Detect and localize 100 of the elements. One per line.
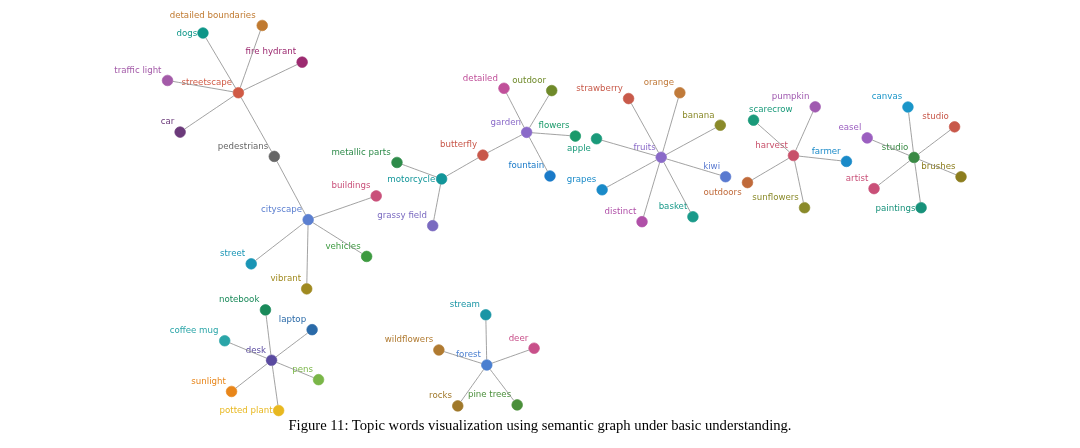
node-circle [687, 211, 699, 223]
node-circle [433, 344, 445, 356]
connector [312, 197, 372, 219]
node-label: sunlight [191, 375, 226, 386]
connector [665, 127, 716, 156]
node-circle [391, 156, 403, 169]
connector [445, 157, 479, 177]
node-label: pens [292, 363, 313, 374]
node-label: banana [682, 109, 715, 120]
node-label: desk [245, 344, 267, 355]
node-label: basket [658, 201, 688, 212]
connector [276, 361, 314, 378]
node-label: traffic light [114, 64, 162, 75]
node-circle [521, 126, 533, 138]
connector [528, 136, 548, 172]
connector [205, 37, 236, 89]
connector [751, 157, 790, 181]
node-label: vehicles [325, 240, 361, 251]
node-circle [161, 74, 174, 87]
node-label: strawberry [576, 82, 623, 93]
node-circle [452, 400, 464, 412]
node-label: studio [881, 141, 909, 152]
node-circle [301, 283, 313, 295]
connector [276, 160, 306, 216]
node-circle [674, 87, 686, 99]
node-label: studio [922, 111, 949, 122]
node-circle [741, 176, 754, 189]
connector [401, 163, 437, 178]
node-circle [197, 27, 209, 39]
connector [433, 183, 441, 221]
node-circle [809, 101, 821, 113]
node-label: buildings [331, 180, 371, 191]
node-label: flowers [538, 120, 570, 131]
connector [229, 342, 267, 359]
node-circle [546, 84, 558, 97]
node-circle [798, 202, 811, 214]
node-label: laptop [278, 313, 307, 324]
node-label: grapes [566, 174, 597, 185]
node-circle [861, 132, 873, 144]
connector [918, 129, 951, 155]
connector [918, 159, 957, 176]
node-circle [302, 214, 314, 226]
node-label: coffee mug [169, 325, 219, 336]
node-label: detailed boundaries [169, 9, 256, 20]
connector [265, 315, 272, 356]
connector [794, 160, 804, 203]
connector [666, 158, 721, 176]
node-label: outdoor [512, 74, 546, 85]
connector [460, 369, 485, 402]
node-circle [719, 171, 732, 183]
node-label: streetscape [181, 77, 233, 88]
node-label: cityscape [261, 203, 303, 214]
connector [271, 365, 279, 406]
node-circle [265, 354, 278, 366]
connector [606, 159, 657, 188]
node-circle [596, 184, 608, 196]
node-label: artist [845, 172, 869, 183]
node-circle [747, 114, 760, 126]
connector [239, 30, 261, 89]
connector [487, 134, 523, 153]
node-label: apple [566, 142, 591, 153]
connector [240, 97, 273, 153]
node-circle [590, 133, 603, 145]
connector [798, 155, 842, 162]
connector [531, 132, 571, 137]
node-circle [360, 250, 373, 263]
node-label: fruits [633, 141, 656, 152]
node-label: street [219, 248, 246, 259]
node-circle [306, 324, 318, 336]
node-circle [636, 216, 648, 228]
node-label: fountain [508, 160, 545, 171]
connector [757, 123, 790, 153]
node-label: butterfly [440, 139, 478, 150]
node-circle [435, 173, 448, 185]
connector [235, 363, 268, 389]
connector [184, 95, 235, 130]
node-label: pumpkin [771, 91, 810, 102]
node-circle [370, 190, 382, 202]
node-label: wildflowers [384, 334, 434, 345]
node-label: rocks [429, 390, 452, 401]
node-label: notebook [218, 294, 260, 305]
node-circle [868, 182, 880, 195]
node-circle [259, 304, 272, 316]
node-label: kiwi [703, 161, 721, 171]
node-label: grassy field [377, 209, 427, 220]
connector [443, 351, 483, 364]
connector [312, 222, 363, 254]
node-circle [174, 126, 186, 138]
connector [871, 139, 910, 156]
node-label: metallic parts [331, 146, 391, 157]
node-label: detailed [462, 72, 498, 83]
node-circle [955, 171, 967, 183]
node-circle [787, 149, 800, 162]
connector [275, 332, 309, 358]
node-circle [498, 82, 510, 94]
node-circle [915, 202, 927, 214]
node-label: paintings [875, 202, 916, 213]
node-circle [256, 19, 268, 32]
caption: Figure 11: Topic words visualization using semantic graph under basic understanding. [288, 417, 792, 434]
node-circle [481, 359, 493, 371]
